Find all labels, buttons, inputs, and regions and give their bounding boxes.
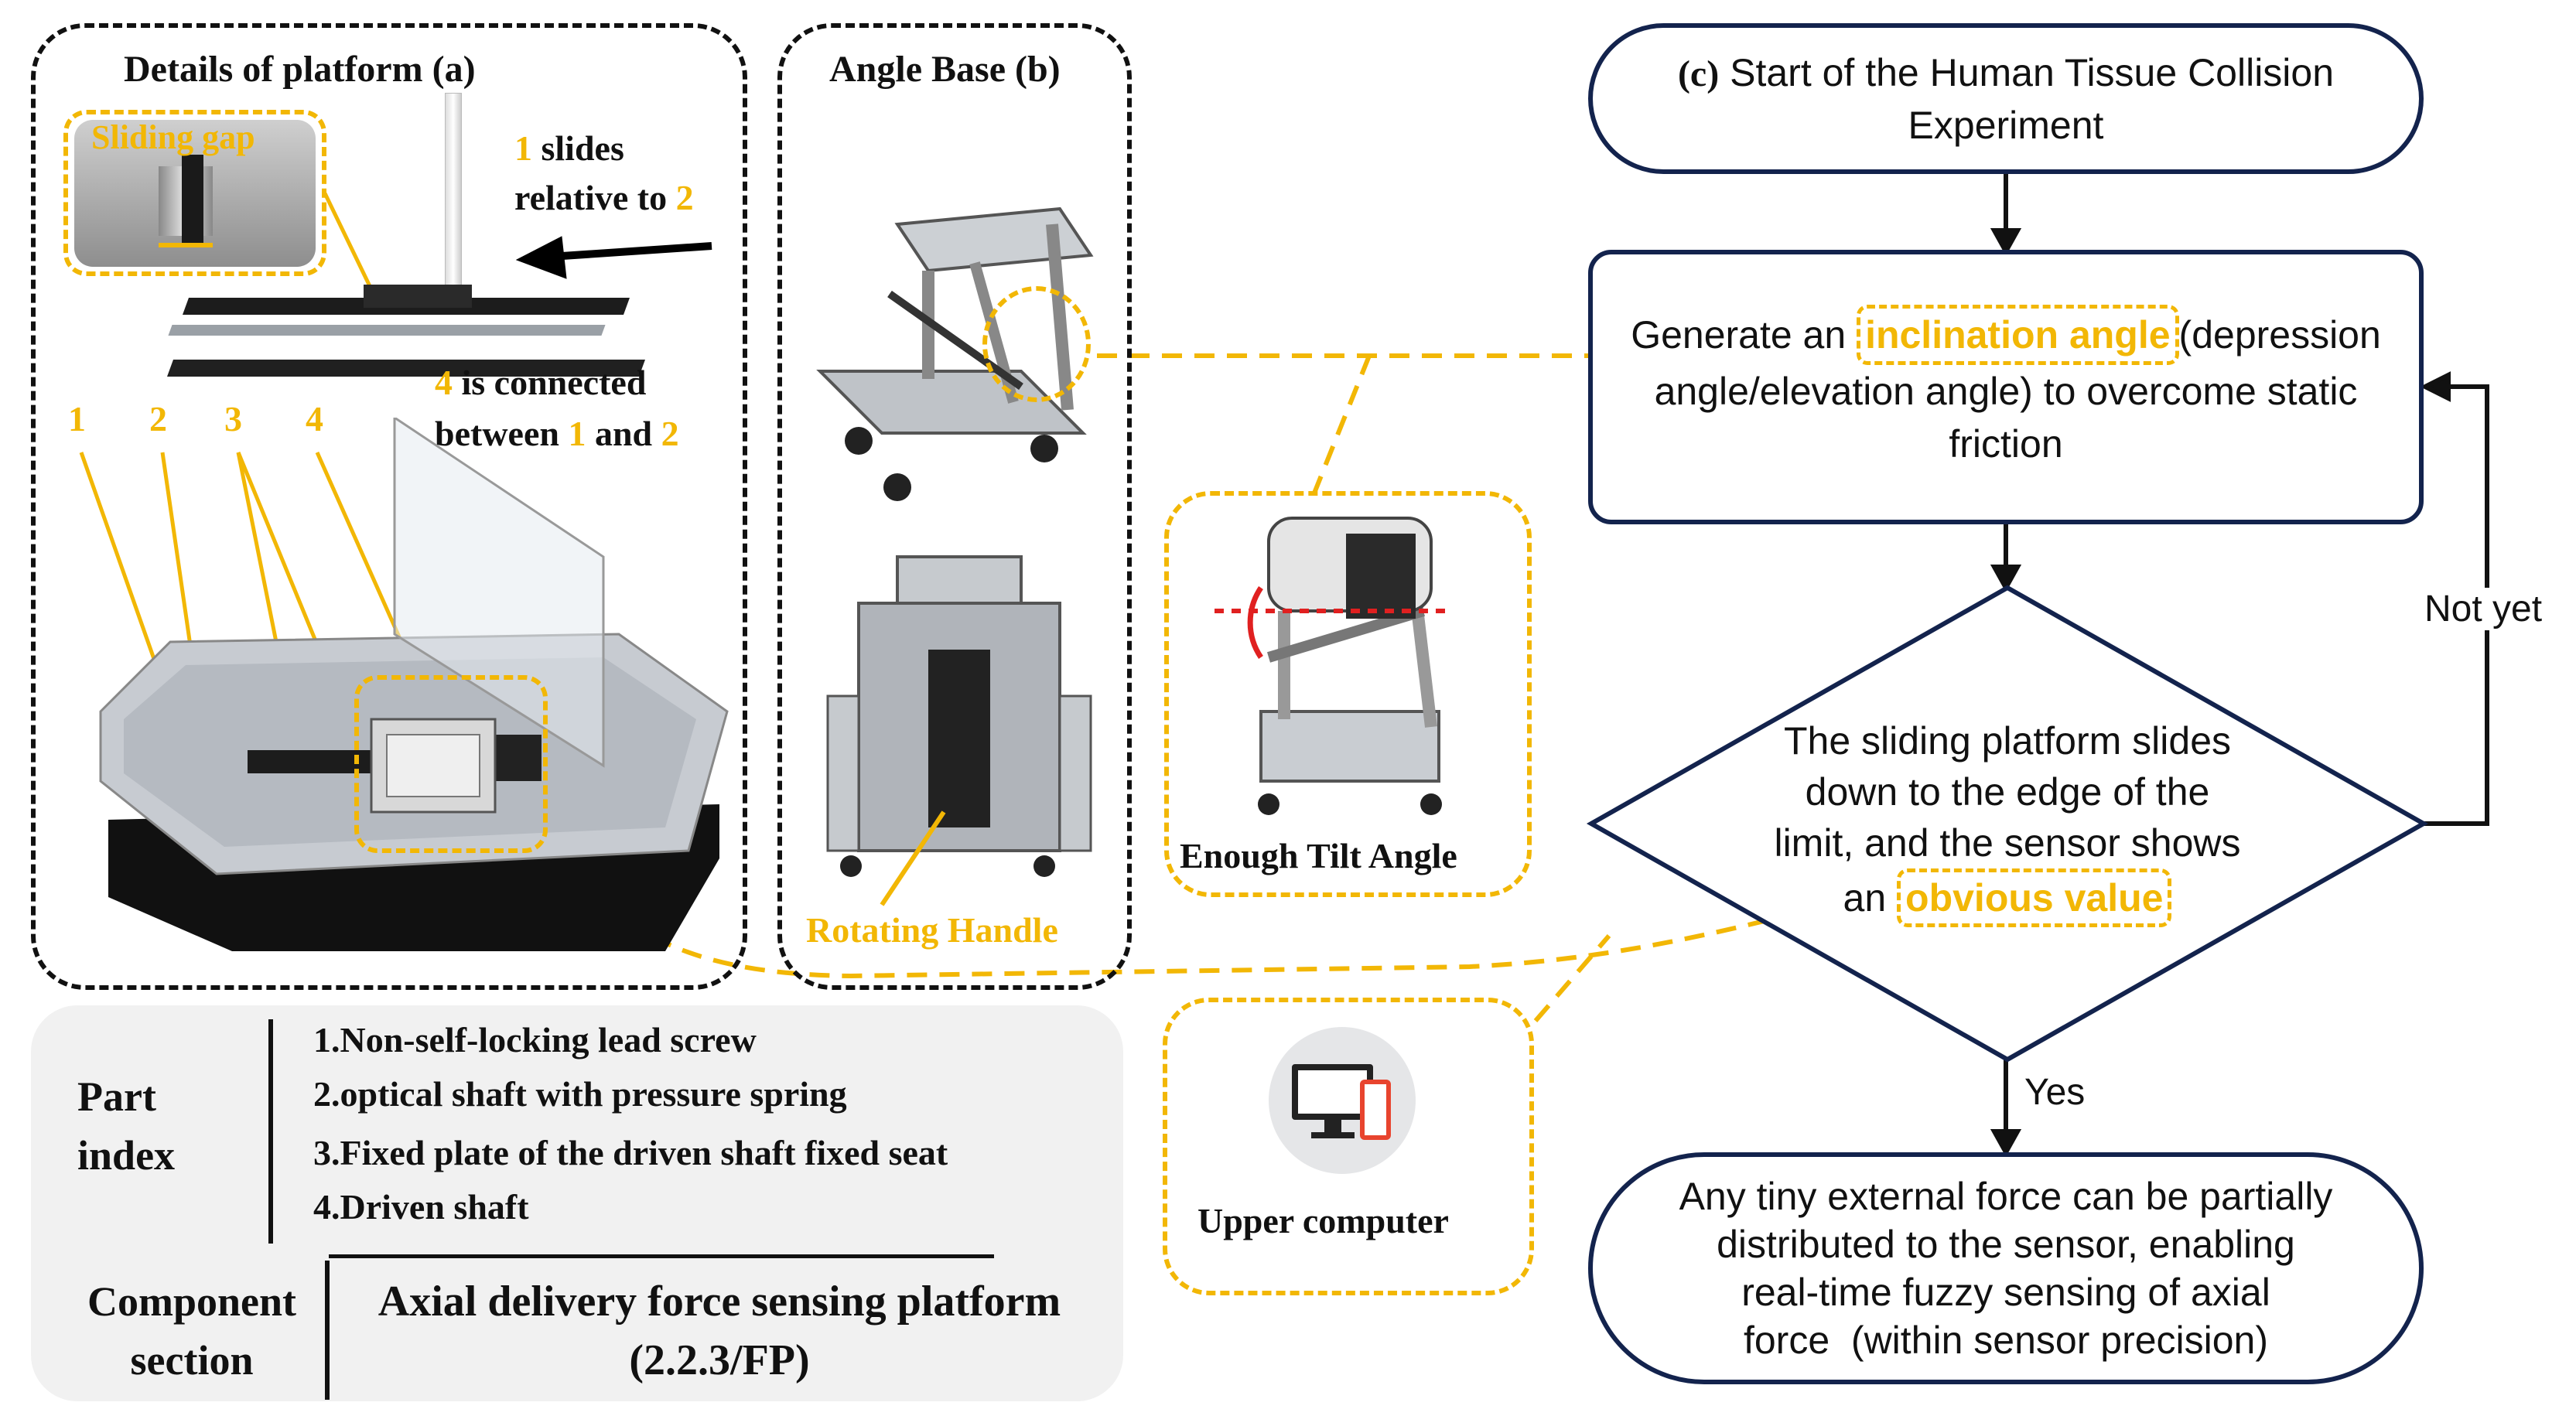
platform-highlight (354, 675, 548, 853)
yes-label: Yes (2024, 1072, 2086, 1113)
not-yet-label: Not yet (2421, 588, 2546, 630)
tilt-angle-label: Enough Tilt Angle (1180, 836, 1457, 875)
part-index-heading: Part index (77, 1073, 176, 1179)
component-divider (325, 1261, 330, 1400)
flow-decision-text: The sliding platform slides down to the … (1733, 715, 2282, 927)
component-heading: Component section (87, 1278, 297, 1384)
component-value: Axial delivery force sensing platform (2… (378, 1278, 1061, 1384)
rail-mid (168, 325, 606, 336)
part-number-3: 3 (224, 399, 242, 438)
monitor-foot (1311, 1132, 1355, 1138)
inclination-angle-highlight: inclination angle (1857, 304, 2179, 365)
part-index-item-1: 1.Non-self-locking lead screw (313, 1020, 757, 1059)
handle-pointer (880, 810, 946, 906)
monitor-stand (1324, 1120, 1341, 1134)
upper-computer-label: Upper computer (1197, 1201, 1449, 1240)
part-number-2: 2 (149, 399, 167, 438)
part-index-item-2: 2.optical shaft with pressure spring (313, 1074, 847, 1114)
sliding-gap-inset (63, 110, 326, 276)
monitor-phone-icon (1269, 1027, 1416, 1174)
gap-slider (182, 155, 203, 247)
angle-base-circle (982, 286, 1091, 402)
obvious-value-highlight: obvious value (1897, 868, 2172, 927)
tilt-rig-render (1215, 517, 1447, 815)
upper-computer-panel (1163, 998, 1534, 1295)
flow-start: (c) Start of the Human Tissue Collision … (1588, 23, 2424, 174)
part-index-panel (31, 1005, 1123, 1401)
phone-shape (1360, 1080, 1391, 1140)
part-number-4: 4 (306, 399, 323, 438)
platform-drawing (99, 418, 729, 951)
flow-step-inclination: Generate an inclination angle(depression… (1588, 250, 2424, 524)
sliding-gap-label: Sliding gap (91, 118, 255, 156)
flow-decision-diamond (1586, 585, 2429, 1063)
component-rule (329, 1254, 994, 1258)
part-index-divider (268, 1019, 273, 1244)
angle-base-lower-render (826, 555, 1092, 877)
part-index-item-4: 4.Driven shaft (313, 1187, 529, 1227)
rail-post (445, 93, 462, 295)
part-number-1: 1 (68, 399, 86, 438)
slide-arrow (515, 236, 712, 279)
angle-base-frame (777, 23, 1132, 990)
slide-note: 1 slides relative to 2 (514, 128, 694, 217)
part-index-item-3: 3.Fixed plate of the driven shaft fixed … (313, 1133, 948, 1172)
part-index-list: 1.Non-self-locking lead screw 2.optical … (313, 1013, 948, 1234)
flow-end: Any tiny external force can be partially… (1588, 1152, 2424, 1384)
platform-title: Details of platform (a) (124, 49, 476, 90)
gap-double-arrow (159, 243, 213, 247)
platform-details-frame (31, 23, 747, 990)
connect-note: 4 is connected between 1 and 2 (435, 363, 679, 453)
rail-block (364, 285, 472, 308)
angle-base-title: Angle Base (b) (829, 49, 1061, 90)
tilt-panel (1164, 491, 1532, 897)
rotating-handle-label: Rotating Handle (806, 910, 1058, 950)
